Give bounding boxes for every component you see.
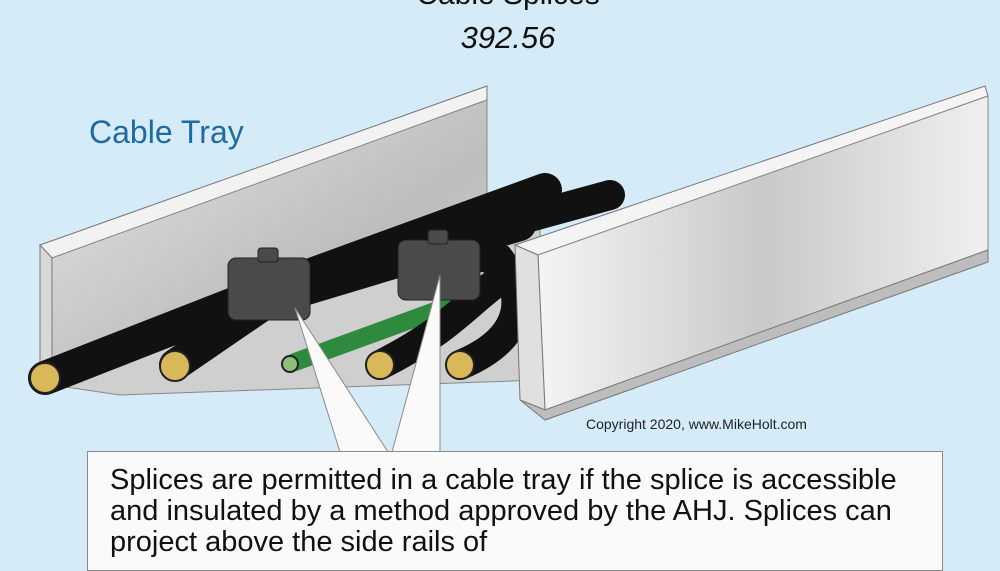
callout-pointers — [294, 274, 441, 453]
callout-box: Splices are permitted in a cable tray if… — [87, 451, 943, 571]
callout-text: Splices are permitted in a cable tray if… — [110, 464, 897, 558]
cables — [28, 173, 625, 395]
right-side-rail — [513, 85, 989, 421]
copyright-text: Copyright 2020, www.MikeHolt.com — [586, 416, 807, 432]
cable-tray-label: Cable Tray — [89, 114, 244, 150]
cable-tray-illustration — [28, 85, 989, 453]
conductor-ends — [29, 350, 475, 394]
section-number: 392.56 — [460, 20, 556, 55]
page-title: Cable Splices — [0, 0, 1000, 12]
